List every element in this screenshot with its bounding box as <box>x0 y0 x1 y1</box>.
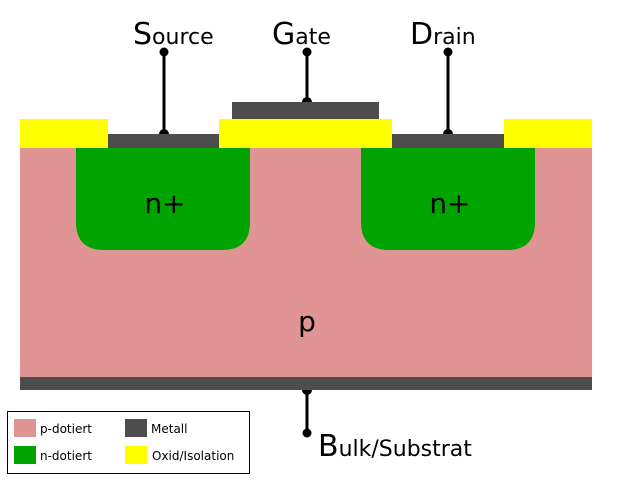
source-metal-contact <box>108 134 219 148</box>
bulk-terminal-dot[interactable] <box>302 428 312 438</box>
legend: p-dotiert Metall n-dotiert Oxid/Isolatio… <box>7 411 250 474</box>
drain-well-label: n+ <box>429 187 470 220</box>
legend-swatch-n-doped <box>14 446 36 464</box>
legend-label-n-doped: n-dotiert <box>40 449 92 463</box>
gate-junction <box>302 97 312 102</box>
substrate-label: p <box>298 305 316 338</box>
drain-terminal-dot[interactable] <box>443 47 453 57</box>
bulk-metal-contact <box>20 377 592 390</box>
legend-swatch-p-doped <box>14 419 36 437</box>
source-label: Source <box>133 17 214 52</box>
legend-label-metal: Metall <box>151 422 187 436</box>
bulk-label: Bulk/Substrat <box>318 429 472 464</box>
source-junction <box>159 129 169 134</box>
source-well-label: n+ <box>144 187 185 220</box>
legend-swatch-oxide <box>125 446 147 464</box>
drain-metal-contact <box>392 134 504 148</box>
oxide-right <box>504 119 592 148</box>
gate-metal-contact <box>232 102 379 119</box>
drain-n-well <box>361 148 535 250</box>
source-terminal-dot[interactable] <box>159 47 169 57</box>
legend-label-oxide: Oxid/Isolation <box>152 449 234 463</box>
gate-terminal-dot[interactable] <box>302 47 312 57</box>
source-n-well <box>76 148 250 250</box>
drain-junction <box>443 129 453 134</box>
oxide-left <box>20 119 108 148</box>
legend-swatch-metal <box>125 419 147 437</box>
drain-label: Drain <box>410 17 476 52</box>
gate-oxide <box>219 119 392 148</box>
legend-label-p-doped: p-dotiert <box>40 422 92 436</box>
gate-label: Gate <box>272 17 331 52</box>
bulk-junction <box>302 390 312 395</box>
